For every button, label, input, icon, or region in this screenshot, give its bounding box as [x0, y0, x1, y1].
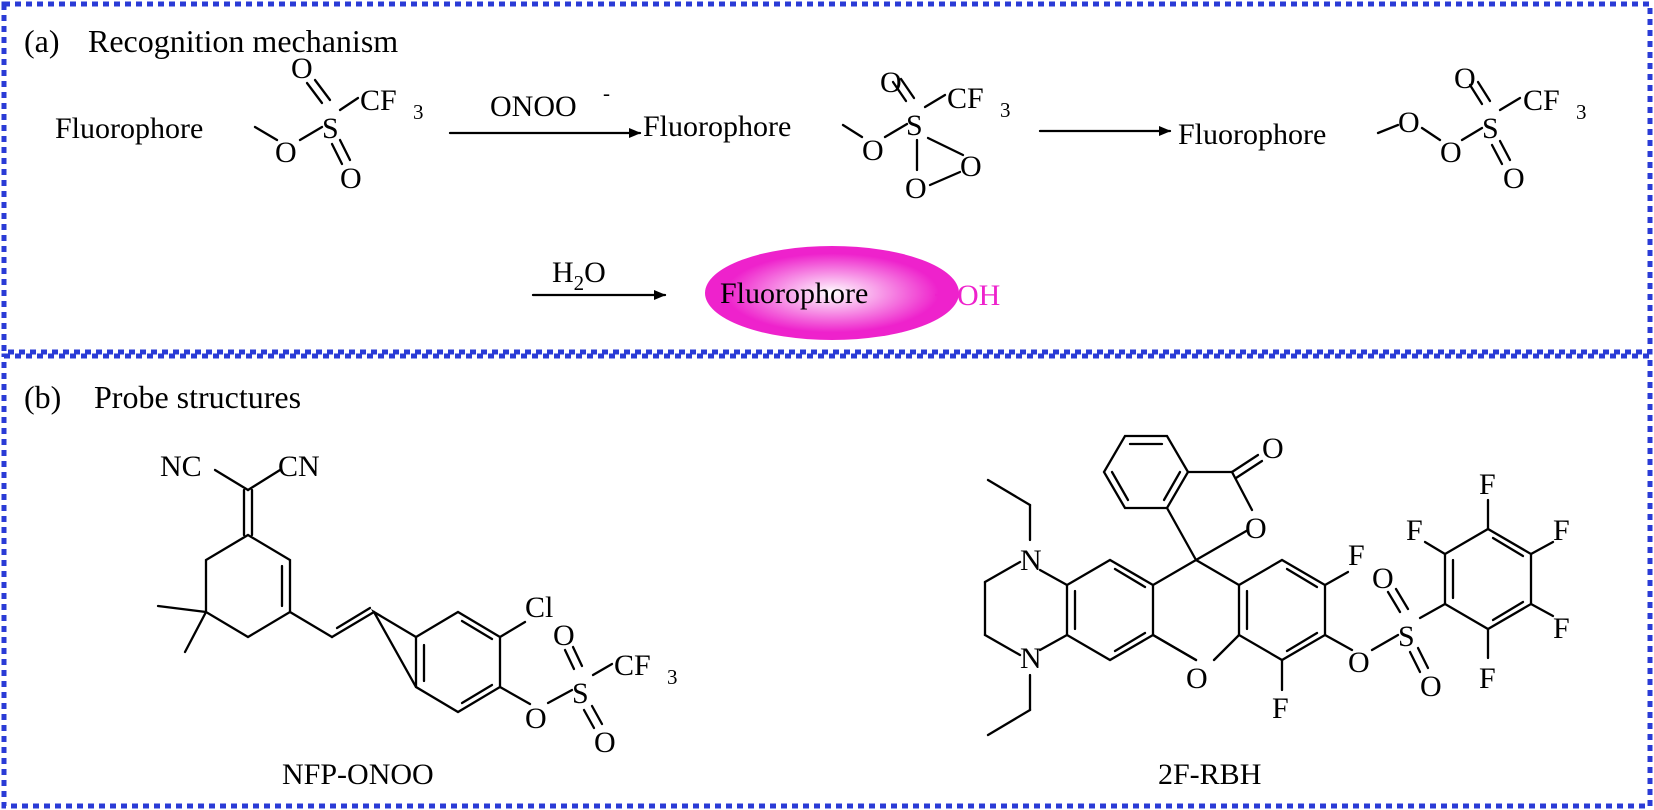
fluorophore-label: Fluorophore: [55, 112, 203, 145]
atom-n: N: [1020, 544, 1042, 577]
atom-s: S: [1398, 620, 1415, 653]
atom-s: S: [322, 112, 339, 145]
atom-f: F: [1553, 612, 1570, 645]
atom-o: O: [291, 52, 313, 85]
atom-o: O: [594, 726, 616, 759]
probe-2-name: 2F-RBH: [1158, 758, 1261, 791]
atom-s: S: [1482, 112, 1499, 145]
product-fluorophore-label: Fluorophore: [720, 277, 868, 310]
fluorophore-label: Fluorophore: [1178, 118, 1326, 151]
cf3-group: CF: [360, 84, 397, 117]
reactant-triflate: Fluorophore O S O CF 3 O: [55, 52, 424, 195]
probe-1-name: NFP-ONOO: [282, 758, 434, 791]
cf3-subscript: 3: [667, 665, 678, 689]
atom-o: O: [1503, 162, 1525, 195]
atom-o: O: [880, 66, 902, 99]
atom-o: O: [905, 172, 927, 205]
atom-o: O: [340, 162, 362, 195]
intermediate-dioxathiirane: Fluorophore O S O CF 3 O O: [643, 66, 1011, 205]
atom-o: O: [1398, 106, 1420, 139]
cf3-group: CF: [614, 649, 651, 682]
atom-n: N: [1020, 642, 1042, 675]
reaction-arrow-3: H2O: [531, 256, 667, 300]
atom-f: F: [1272, 692, 1289, 725]
cf3-subscript: 3: [1576, 100, 1587, 124]
cf3-group: CF: [1523, 84, 1560, 117]
cf3-subscript: 3: [413, 100, 424, 124]
atom-o: O: [1262, 432, 1284, 465]
atom-o: O: [1372, 562, 1394, 595]
panel-b-label: (b): [24, 379, 61, 415]
atom-f: F: [1479, 662, 1496, 695]
reagent-onoo-charge: -: [603, 81, 610, 105]
panel-a-label: (a): [24, 23, 60, 59]
cf3-group: CF: [947, 82, 984, 115]
atom-nc: NC: [160, 450, 202, 483]
atom-f: F: [1406, 514, 1423, 547]
atom-s: S: [572, 677, 589, 710]
atom-o: O: [960, 150, 982, 183]
reagent-water: H2O: [552, 256, 606, 295]
atom-o: O: [862, 134, 884, 167]
atom-o: O: [1454, 62, 1476, 95]
panel-a-title: Recognition mechanism: [88, 23, 398, 59]
fluorophore-ellipse: [705, 246, 959, 340]
atom-o: O: [1245, 512, 1267, 545]
atom-f: F: [1479, 468, 1496, 501]
atom-cn: CN: [278, 450, 320, 483]
panel-b-frame: [1, 353, 1653, 809]
atom-o: O: [1420, 670, 1442, 703]
reagent-onoo: ONOO: [490, 90, 577, 123]
product-fluorophore-oh: Fluorophore OH: [705, 246, 1000, 340]
atom-o: O: [275, 136, 297, 169]
atom-o: O: [525, 702, 547, 735]
atom-f: F: [1348, 539, 1365, 572]
atom-o: O: [1440, 136, 1462, 169]
atom-o: O: [1348, 646, 1370, 679]
panel-b-title: Probe structures: [94, 379, 301, 415]
panel-a-frame: [1, 1, 1653, 355]
atom-cl: Cl: [525, 591, 553, 624]
fluorophore-label: Fluorophore: [643, 110, 791, 143]
reaction-arrow-1: ONOO -: [448, 81, 642, 138]
cf3-subscript: 3: [1000, 98, 1011, 122]
atom-o: O: [553, 619, 575, 652]
atom-o: O: [1186, 662, 1208, 695]
atom-f: F: [1553, 514, 1570, 547]
peroxy-intermediate: Fluorophore O O S O CF 3 O: [1178, 62, 1587, 195]
probe-nfp-onoo-structure: NC CN Cl O S O CF 3: [156, 450, 678, 759]
probe-2f-rbh-structure: O O O F F N N: [983, 432, 1570, 737]
atom-s: S: [906, 109, 923, 142]
product-oh-group: OH: [957, 279, 1000, 312]
